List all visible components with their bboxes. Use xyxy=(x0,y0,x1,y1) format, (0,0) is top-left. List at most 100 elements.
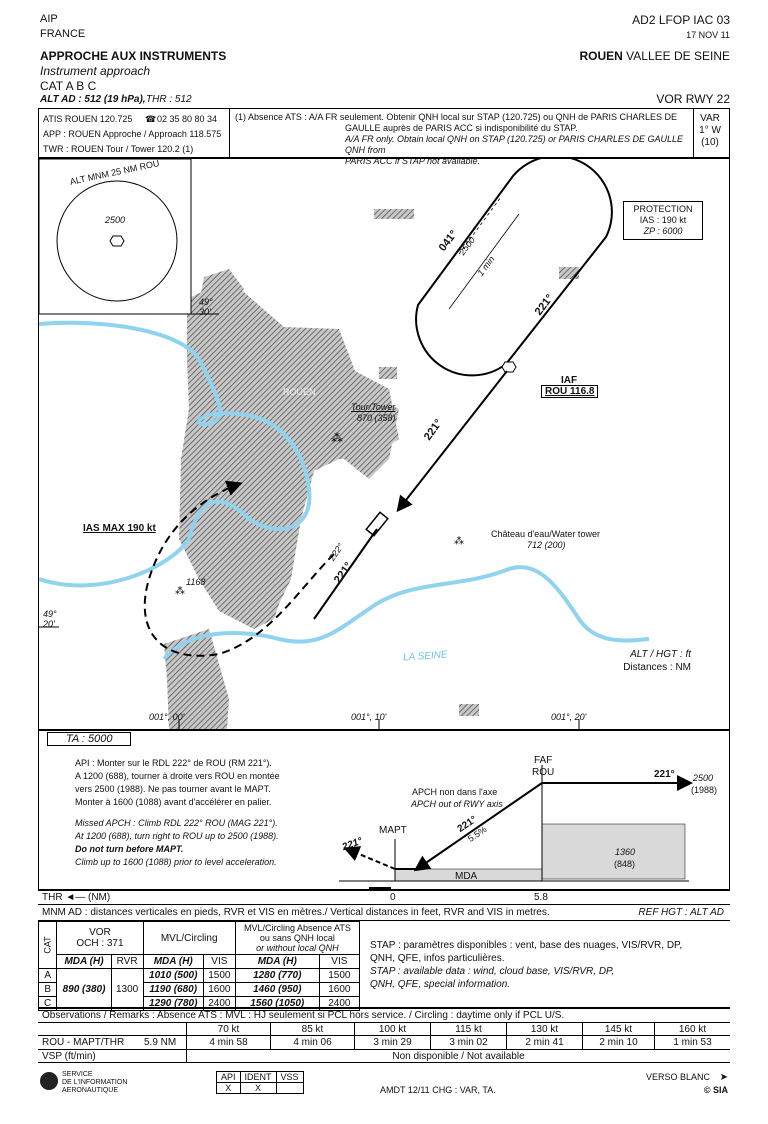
app-freq: APP : ROUEN Approche / Approach 118.575 xyxy=(43,129,222,139)
api-check: X xyxy=(216,1082,241,1094)
mvl-vis-c: 2400 xyxy=(202,996,236,1011)
ats-note-en-1: A/A FR only. Obtain local QNH on STAP (1… xyxy=(345,134,683,155)
river-seine-south xyxy=(162,565,650,661)
comms-box: ATIS ROUEN 120.725 ☎ 02 35 80 80 34 APP … xyxy=(38,108,730,166)
missed-approach-instructions: API : Monter sur le RDL 222° de ROU (RM … xyxy=(75,757,280,869)
obstacle-icon: ⁂ xyxy=(175,585,185,597)
faf-label: FAF xyxy=(534,755,553,766)
vsp-row: VSP (ft/min) Non disponible / Not availa… xyxy=(38,1049,730,1063)
tower-altitude: 870 (358) xyxy=(357,413,396,423)
lat-49-30: 49° 30' xyxy=(199,297,213,317)
rou-mapt-distance: 5.9 NM xyxy=(144,1037,177,1048)
var-block: VAR 1° W (10) xyxy=(695,113,725,149)
speeds-row: 70 kt 85 kt 100 kt 115 kt 130 kt 145 kt … xyxy=(38,1022,730,1035)
stap-info: STAP : paramètres disponibles : vent, ba… xyxy=(370,939,682,991)
atis-phone: 02 35 80 80 34 xyxy=(157,114,218,124)
lat-49-30-min: 30' xyxy=(199,307,211,317)
vor-rvr-header: RVR xyxy=(110,954,144,969)
var-value: 1° W xyxy=(699,125,721,136)
mvl-vis-a: 1500 xyxy=(202,968,236,983)
aerodrome-name-bold: ROUEN xyxy=(579,49,623,63)
mvl-mda-a: 1010 (500) xyxy=(142,968,204,983)
rou-mapt-label: ROU - MAPT/THR xyxy=(42,1037,125,1048)
hold-dimension-time xyxy=(448,213,520,310)
cat-a: A xyxy=(37,968,58,983)
protection-zp: ZP : 6000 xyxy=(643,226,683,236)
phone-icon: ☎ xyxy=(145,114,157,124)
protection-title: PROTECTION xyxy=(633,204,693,214)
water-tower-icon: ⁂ xyxy=(454,535,464,547)
obstacle-848: (848) xyxy=(614,859,636,869)
distance-scale-row: THR ◄— (NM) 0 5.8 xyxy=(38,890,730,904)
aerodrome-name-rest: VALLEE DE SEINE xyxy=(626,49,730,63)
times-row: ROU - MAPT/THR 5.9 NM 4 min 58 4 min 06 … xyxy=(38,1035,730,1049)
protection-ias: IAS : 190 kt xyxy=(639,215,687,225)
var-divider xyxy=(693,109,694,157)
twr-freq: TWR : ROUEN Tour / Tower 120.2 (1) xyxy=(43,144,194,154)
water-tower-label: Château d'eau/Water tower xyxy=(491,529,600,539)
obstacle-1360: 1360 xyxy=(615,847,636,857)
mvl-header: MVL/Circling xyxy=(142,921,236,955)
urban-area-ne-3 xyxy=(379,367,397,379)
chart-title: APPROCHE AUX INSTRUMENTS xyxy=(40,49,227,63)
alt-1988: (1988) xyxy=(691,785,718,795)
lat-49-20: 49° 20' xyxy=(43,609,57,629)
procedure-name: VOR RWY 22 xyxy=(656,92,730,106)
ident-header: IDENT xyxy=(239,1071,277,1083)
descent-segment xyxy=(413,782,543,872)
tower-icon: ⁂ xyxy=(331,431,343,445)
speed-160: 160 kt xyxy=(654,1023,730,1035)
city-label: ROUEN xyxy=(283,387,316,397)
vor-mda-header: MDA (H) xyxy=(56,954,112,969)
time-145: 2 min 10 xyxy=(582,1036,654,1049)
time-70: 4 min 58 xyxy=(186,1036,270,1049)
ats-note-en-2: PARIS ACC if STAP not available. xyxy=(345,156,481,166)
urban-area-ne-1 xyxy=(374,209,414,219)
urban-area-east xyxy=(339,394,399,479)
atis-freq: ATIS ROUEN 120.725 xyxy=(43,114,133,124)
abs-vis-a: 1500 xyxy=(318,968,361,983)
lat-49-20-deg: 49° xyxy=(43,609,57,619)
missed-approach-climb xyxy=(343,846,396,870)
faf-marker xyxy=(365,511,389,537)
apch-label-en: APCH out of RWY axis xyxy=(411,799,503,809)
units-alt: ALT / HGT : ft xyxy=(630,649,691,660)
tower-label: Tour/Tower xyxy=(351,402,396,412)
minima-note-row: MNM AD : distances verticales en pieds, … xyxy=(38,904,730,920)
abs-mda-b: 1460 (950) xyxy=(234,982,320,997)
cat-c: C xyxy=(37,996,58,1011)
urban-area-se xyxy=(459,704,479,716)
api-en-4: Climb up to 1600 (1088) prior to level a… xyxy=(75,857,277,867)
abs-mda-header: MDA (H) xyxy=(234,954,320,969)
speed-145: 145 kt xyxy=(582,1023,654,1035)
cat-b: B xyxy=(37,982,58,997)
amendment: AMDT 12/11 CHG : VAR, TA. xyxy=(380,1085,496,1095)
api-fr-2: A 1200 (688), tourner à droite vers ROU … xyxy=(75,771,280,781)
api-fr-3: vers 2500 (1988). Ne pas tourner avant l… xyxy=(75,784,271,794)
aip-label: AIP xyxy=(40,13,58,25)
inbound-track xyxy=(396,370,508,513)
stap-fr-1: STAP : paramètres disponibles : vent, ba… xyxy=(370,940,683,951)
ias-max-label: IAS MAX 190 kt xyxy=(83,523,156,534)
runway-mark xyxy=(369,887,391,891)
iaf-label: IAF xyxy=(561,375,578,386)
msa-circle xyxy=(56,180,178,302)
category-label: CAT A B C xyxy=(40,79,97,93)
lat-49-20-min: 20' xyxy=(43,619,55,629)
vss-header: VSS xyxy=(275,1071,304,1083)
stap-fr-2: QNH, QFE, infos particulières. xyxy=(370,953,505,964)
lat-49-30-deg: 49° xyxy=(199,297,213,307)
final-track xyxy=(313,528,378,620)
sia-name-3: AERONAUTIQUE xyxy=(62,1087,119,1094)
lon-000: 001°, 00' xyxy=(149,712,185,722)
ats-note-fr-2: GAULLE auprès de PARIS ACC si indisponib… xyxy=(345,123,578,133)
apch-label-fr: APCH non dans l'axe xyxy=(412,787,498,797)
lon-020: 001°, 20' xyxy=(551,712,587,722)
observations-row: Observations / Remarks : Absence ATS : M… xyxy=(38,1008,730,1022)
time-100: 3 min 29 xyxy=(354,1036,430,1049)
water-tower-altitude: 712 (200) xyxy=(527,540,566,550)
river-seine xyxy=(39,320,312,588)
profile-view: TA : 5000 API : Monter sur le RDL 222° d… xyxy=(38,730,730,891)
units-dist: Distances : NM xyxy=(623,662,691,673)
